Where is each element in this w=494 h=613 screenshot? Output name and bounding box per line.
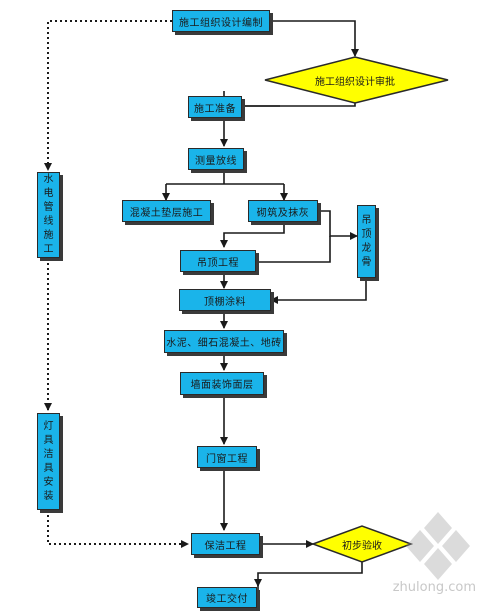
node-ceiling-keel: 吊顶龙骨 xyxy=(357,205,376,278)
arrow-survey-split xyxy=(166,170,284,185)
node-wall-finish: 墙面装饰面层 xyxy=(180,372,264,395)
dotted-fixtures-to-cleaning xyxy=(47,510,189,548)
arrow-acceptance-to-handover xyxy=(257,562,363,592)
arrow-partition-to-ceiling xyxy=(220,222,285,248)
node-prep-design: 施工组织设计编制 xyxy=(172,10,270,32)
node-door-window: 门窗工程 xyxy=(197,446,257,468)
node-initial-acceptance: 初步验收 xyxy=(342,540,382,552)
arrow-design-to-approval xyxy=(270,20,359,57)
node-utility-rough: 水电管线施工 xyxy=(37,172,60,258)
node-construction-prep: 施工准备 xyxy=(188,96,242,118)
arrow-ceiling-to-keel-line xyxy=(256,236,331,263)
acceptance-diamond xyxy=(310,525,414,563)
watermark-logo xyxy=(406,512,470,580)
node-ceiling-works: 吊顶工程 xyxy=(180,250,256,272)
arrow-keel-to-coating xyxy=(270,278,367,304)
arrow-partition-to-keel xyxy=(318,210,358,240)
node-top-coating: 顶棚涂料 xyxy=(179,289,271,311)
dotted-design-to-utility xyxy=(44,20,172,171)
watermark-text: zhulong.com xyxy=(392,580,476,595)
node-survey-layout: 测量放线 xyxy=(188,148,244,170)
node-design-approval: 施工组织设计审批 xyxy=(315,76,395,88)
node-concrete-base: 混凝土垫层施工 xyxy=(122,200,211,222)
node-cement-floor: 水泥、细石混凝土、地砖 xyxy=(164,330,284,353)
node-fixtures-install: 灯具洁具安装 xyxy=(37,413,60,510)
approval-diamond xyxy=(264,56,449,104)
node-partition-wall: 砌筑及抹灰 xyxy=(248,200,318,222)
node-cleaning: 保洁工程 xyxy=(191,533,260,555)
node-handover: 竣工交付 xyxy=(197,587,257,608)
